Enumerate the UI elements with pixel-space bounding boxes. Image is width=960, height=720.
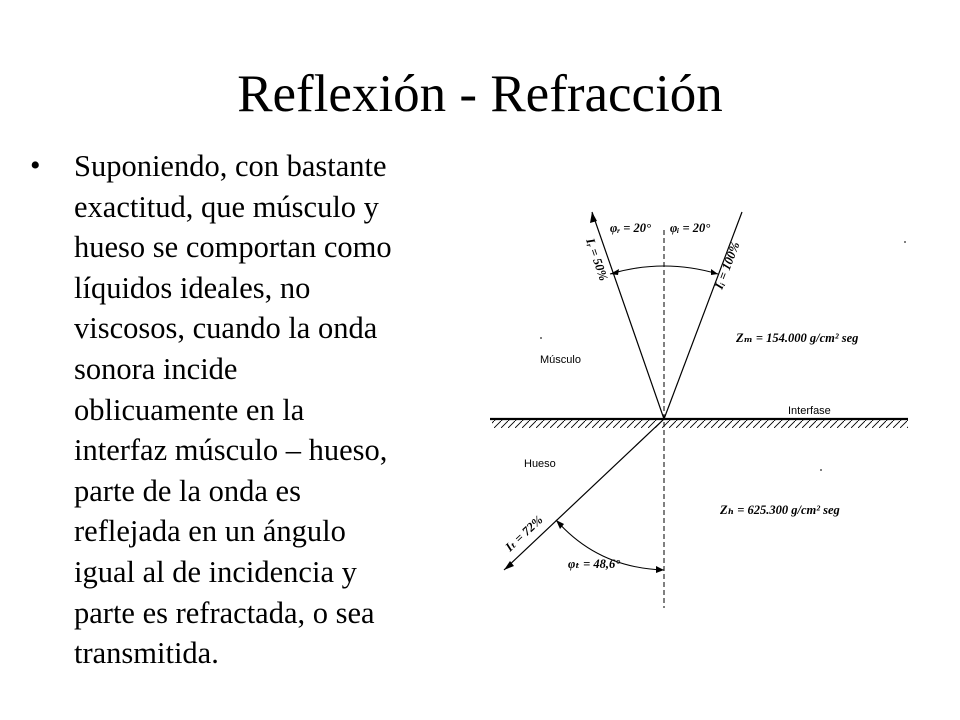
reflected-arc-arrowhead (610, 269, 619, 275)
bullet-line: hueso se comportan como (74, 230, 392, 265)
transmitted-ray (503, 418, 665, 571)
slide-title: Reflexión - Refracción (237, 65, 723, 123)
transmitted-arc-arrowhead (556, 520, 564, 529)
incident-ray (663, 211, 743, 420)
i-reflected-label: Iᵣ = 50% (583, 235, 611, 282)
incident-angle-arc (663, 265, 719, 275)
bullet-line: exactitud, que músculo y (74, 189, 379, 224)
bullet-line: sonora incide (74, 351, 238, 386)
transmitted-angle-arc (555, 519, 665, 571)
bullet-line: oblicuamente en la (74, 392, 305, 427)
phi-incident-label: φᵢ = 20° (670, 221, 710, 235)
phi-transmitted-label: φₜ = 48,6° (568, 557, 620, 571)
muscle-label: Músculo (540, 354, 581, 366)
bone-label: Hueso (524, 458, 556, 470)
bullet-line: reflejada en un ángulo (74, 514, 346, 549)
z-bone-label: Zₕ = 625.300 g/cm² seg (719, 503, 840, 517)
phi-reflected-label: φᵣ = 20° (610, 221, 651, 235)
reflected-ray (591, 211, 665, 420)
reflected-ray-arrowhead (590, 212, 597, 223)
i-transmitted-label: Iₜ = 72% (502, 513, 546, 555)
bullet-line: viscosos, cuando la onda (74, 311, 378, 346)
transmitted-arc-arrowhead-normal (656, 566, 664, 573)
bullet-line: parte de la onda es (74, 473, 301, 508)
i-incident-label: Iᵢ = 100% (711, 240, 742, 292)
bullet-line: transmitida. (74, 636, 219, 671)
reflection-refraction-diagram: Músculo Hueso Interfase Zₘ = 154.000 g/c… (490, 211, 908, 608)
interface-label: Interfase (788, 405, 831, 417)
transmitted-ray-arrowhead (504, 561, 514, 570)
interface-hatching (492, 420, 908, 428)
bullet-line: igual al de incidencia y (74, 554, 357, 589)
bullet-line: interfaz músculo – hueso, (74, 433, 388, 468)
bullet-line: Suponiendo, con bastante (74, 149, 387, 183)
bullet-marker: • (30, 149, 41, 182)
z-muscle-label: Zₘ = 154.000 g/cm² seg (735, 331, 858, 345)
bullet-line: parte es refractada, o sea (74, 595, 375, 630)
bullet-text: Suponiendo, con bastante exactitud, que … (74, 146, 474, 674)
arc-tick-incident (711, 269, 718, 275)
bullet-line: líquidos ideales, no (74, 270, 311, 305)
